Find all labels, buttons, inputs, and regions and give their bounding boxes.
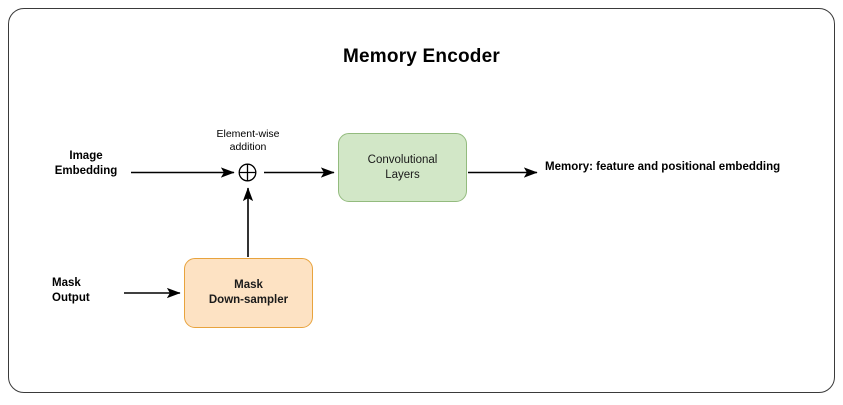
operator-caption-element-wise-addition: Element-wise addition: [216, 128, 280, 153]
node-convolutional-layers[interactable]: Convolutional Layers: [338, 133, 467, 202]
input-label-mask-output: Mask Output: [52, 277, 90, 304]
input-label-image-embedding: Image Embedding: [54, 150, 118, 177]
page-title: Memory Encoder: [343, 46, 500, 67]
output-label-memory: Memory: feature and positional embedding: [545, 161, 781, 173]
node-mask-down-sampler[interactable]: Mask Down-sampler: [184, 258, 313, 328]
plus-circle-icon: [238, 163, 257, 182]
